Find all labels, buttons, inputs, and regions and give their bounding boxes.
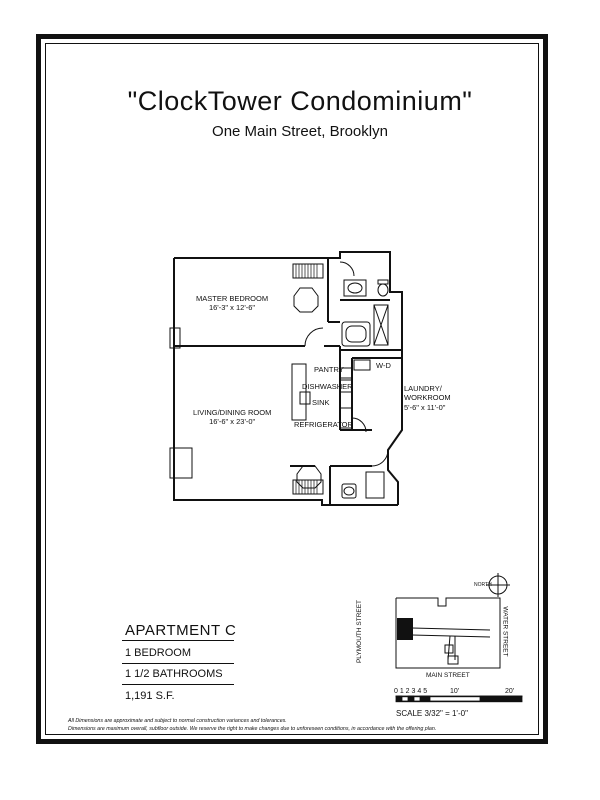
scale-ticks: 0 1 2 3 4 5 bbox=[394, 688, 428, 695]
spec-rule bbox=[122, 663, 234, 664]
room-master-bedroom: MASTER BEDROOM 16'-3" x 12'-6" bbox=[196, 294, 268, 313]
column-south bbox=[296, 465, 322, 489]
label-sink: SINK bbox=[312, 398, 330, 407]
bathtub bbox=[341, 321, 371, 347]
apartment-bedrooms: 1 BEDROOM bbox=[125, 647, 192, 659]
room-name-2: WORKROOM bbox=[404, 393, 451, 403]
inner-border bbox=[45, 43, 539, 735]
site-building-outline bbox=[395, 597, 501, 669]
scale-mark-10: 10' bbox=[450, 688, 460, 695]
site-street-south: MAIN STREET bbox=[426, 672, 470, 679]
label-pantry: PANTRY bbox=[314, 365, 344, 374]
disclaimer-line-1: All Dimensions are approximate and subje… bbox=[68, 718, 287, 724]
spec-rule bbox=[122, 684, 234, 685]
room-living-dining: LIVING/DINING ROOM 16'-6" x 23'-0" bbox=[193, 408, 271, 427]
plan-exterior-wall-east bbox=[387, 365, 403, 505]
outer-border bbox=[36, 34, 548, 744]
room-laundry: LAUNDRY/ WORKROOM 5'-6" x 11'-0" bbox=[404, 384, 451, 412]
site-street-west: PLYMOUTH STREET bbox=[356, 599, 364, 664]
apartment-name: APARTMENT C bbox=[125, 622, 237, 639]
scale-mark-20: 20' bbox=[505, 688, 515, 695]
apartment-bathrooms: 1 1/2 BATHROOMS bbox=[125, 668, 223, 680]
scale-text: SCALE 3/32" = 1'-0" bbox=[396, 709, 468, 718]
room-dims: 16'-3" x 12'-6" bbox=[208, 303, 256, 313]
label-dishwasher: DISHWASHER bbox=[302, 382, 353, 391]
site-street-east: WATER STREET bbox=[501, 606, 509, 657]
shower bbox=[373, 304, 389, 346]
site-north-label: NORTH bbox=[474, 582, 492, 588]
site-unit-highlight bbox=[397, 618, 413, 640]
room-dims: 16'-6" x 23'-0" bbox=[209, 417, 256, 427]
label-washer-dryer: W-D bbox=[376, 361, 391, 370]
building-address: One Main Street, Brooklyn bbox=[212, 123, 388, 140]
vanity bbox=[343, 279, 367, 297]
room-dims: 5'-6" x 11'-0" bbox=[404, 402, 446, 412]
plan-exterior-wall-south bbox=[173, 258, 398, 506]
plan-exterior-wall bbox=[174, 251, 403, 365]
room-name: LIVING/DINING ROOM bbox=[193, 408, 272, 417]
washer-dryer bbox=[353, 359, 371, 371]
room-name: MASTER BEDROOM bbox=[196, 294, 269, 303]
apartment-area: 1,191 S.F. bbox=[125, 690, 175, 702]
label-refrigerator: REFRIGERATOR bbox=[294, 420, 353, 429]
scale-bar bbox=[395, 695, 523, 703]
building-title: "ClockTower Condominium" bbox=[127, 86, 473, 116]
apartment-rule bbox=[122, 640, 234, 641]
column-master bbox=[293, 287, 319, 313]
disclaimer-line-2: Dimensions are maximum overall, subfloor… bbox=[68, 726, 437, 732]
room-name-1: LAUNDRY/ bbox=[404, 384, 442, 393]
